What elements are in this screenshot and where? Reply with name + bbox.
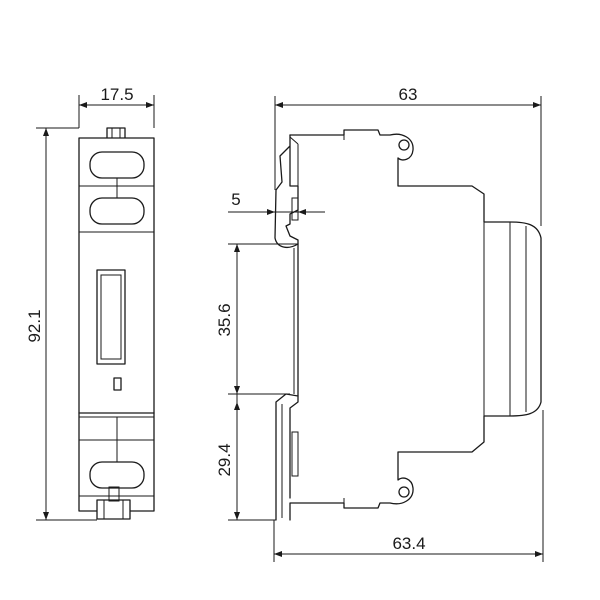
top-screw xyxy=(398,139,410,151)
front-width-label: 17.5 xyxy=(100,85,133,104)
led-indicator xyxy=(113,377,122,391)
lower-rail-clip xyxy=(275,393,299,521)
side-outline xyxy=(289,129,542,521)
side-depth-bottom-dimension: 63.4 xyxy=(273,410,544,562)
front-height-label: 92.1 xyxy=(25,309,44,342)
lower-height-label: 29.4 xyxy=(215,443,234,476)
front-view xyxy=(78,127,155,520)
bottom-clip xyxy=(96,499,131,520)
display-window xyxy=(96,269,126,365)
rail-offset-dimension: 5 xyxy=(228,190,325,215)
lower-height-dimension: 29.4 xyxy=(215,394,276,521)
side-depth-top-label: 63 xyxy=(399,85,418,104)
lower-terminal xyxy=(89,461,145,489)
front-width-dimension: 17.5 xyxy=(78,85,155,128)
upper-rail-clip xyxy=(274,134,299,249)
upper-height-dimension: 35.6 xyxy=(215,243,298,395)
side-depth-bottom-label: 63.4 xyxy=(392,534,425,553)
side-depth-top-dimension: 63 xyxy=(274,85,542,226)
bottom-screw xyxy=(398,486,410,498)
front-height-dimension: 92.1 xyxy=(25,127,97,521)
side-view xyxy=(274,129,542,521)
upper-height-label: 35.6 xyxy=(215,303,234,336)
rail-offset-label: 5 xyxy=(231,190,240,209)
